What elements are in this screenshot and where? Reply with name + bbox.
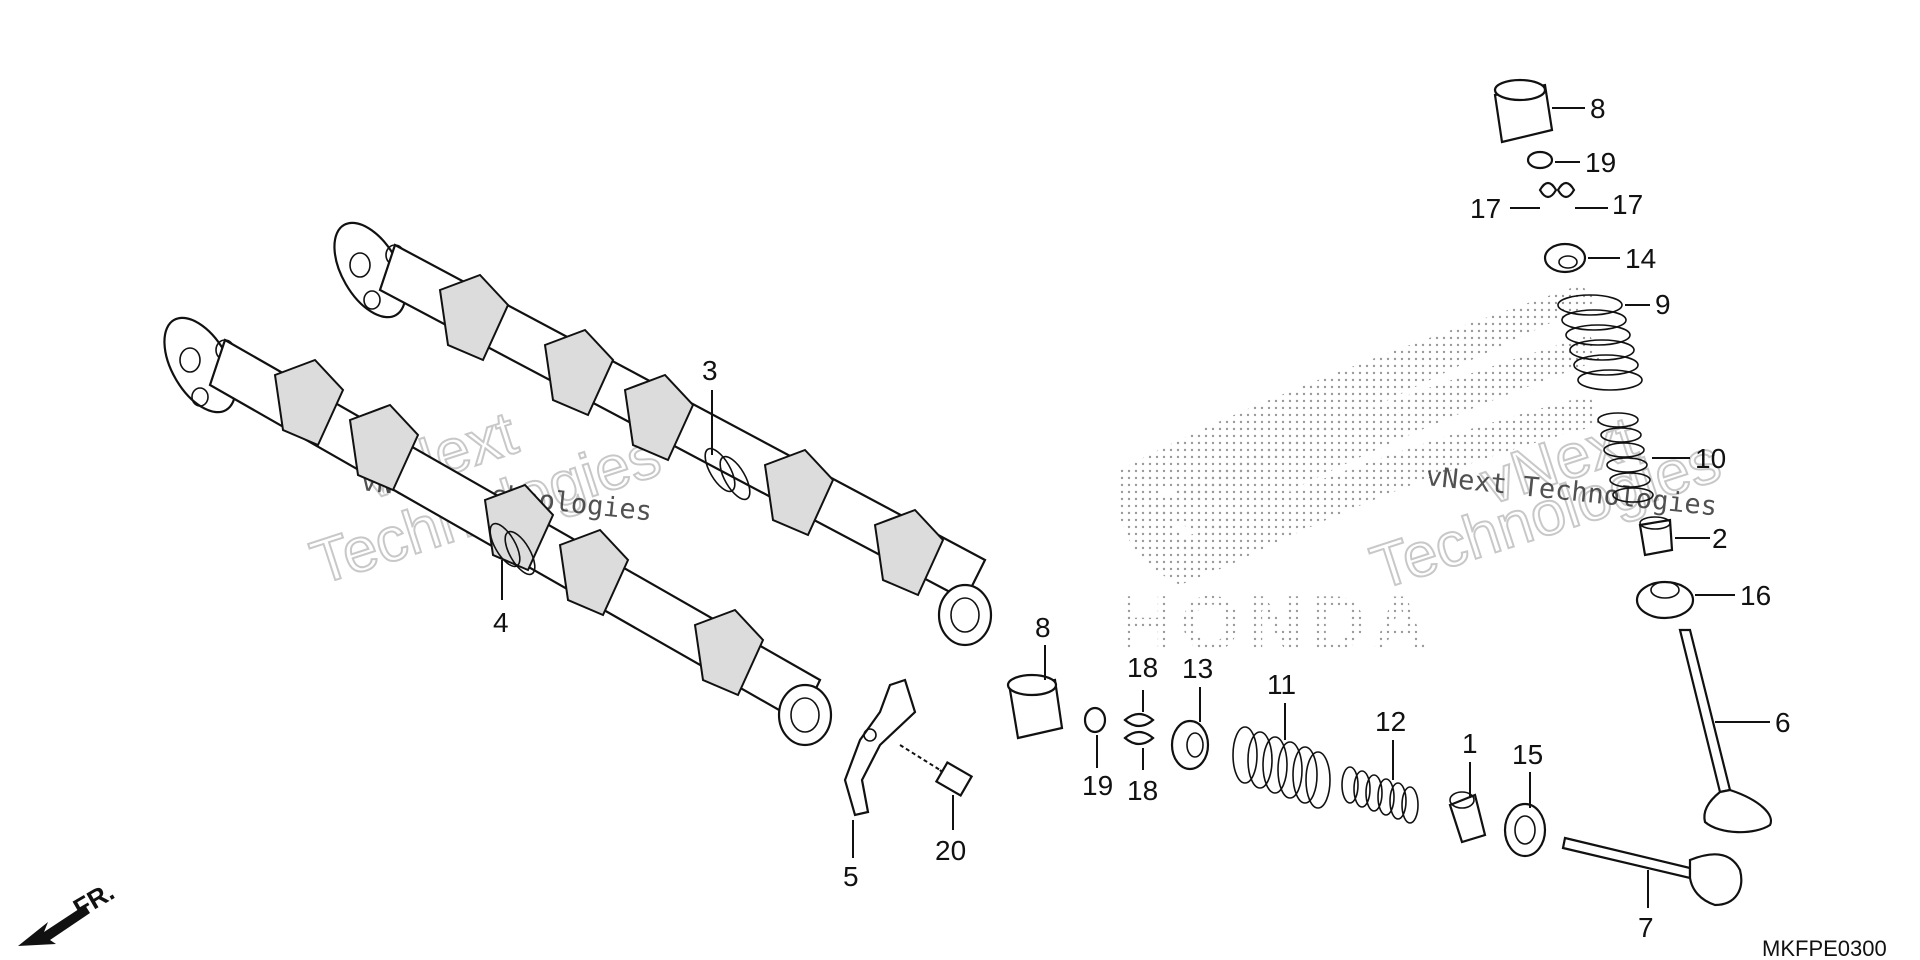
callout-11: 11 bbox=[1267, 669, 1296, 700]
callout-18-upper: 18 bbox=[1127, 652, 1158, 683]
front-direction-marker: FR. bbox=[18, 876, 119, 946]
callout-20: 20 bbox=[935, 835, 966, 866]
callouts: 3 4 5 20 8 19 18 18 13 11 12 1 15 7 6 8 … bbox=[493, 93, 1791, 943]
callout-13: 13 bbox=[1182, 653, 1213, 684]
callout-2: 2 bbox=[1712, 523, 1728, 554]
leader-lines bbox=[501, 107, 1770, 908]
callout-16: 16 bbox=[1740, 580, 1771, 611]
stopper-plate bbox=[843, 678, 917, 817]
callout-18-lower: 18 bbox=[1127, 775, 1158, 806]
callout-5: 5 bbox=[843, 861, 859, 892]
callout-14: 14 bbox=[1625, 243, 1656, 274]
callout-3: 3 bbox=[702, 355, 718, 386]
honda-wing-logo: HONDA bbox=[1117, 285, 1600, 667]
callout-4: 4 bbox=[493, 607, 509, 638]
callout-12: 12 bbox=[1375, 706, 1406, 737]
callout-1: 1 bbox=[1462, 728, 1478, 759]
callout-15: 15 bbox=[1512, 739, 1543, 770]
callout-9: 9 bbox=[1655, 289, 1671, 320]
camshaft-lower bbox=[163, 316, 833, 747]
callout-17-left: 17 bbox=[1470, 193, 1501, 224]
callout-10: 10 bbox=[1695, 443, 1726, 474]
callout-8-upper: 8 bbox=[1590, 93, 1606, 124]
callout-6: 6 bbox=[1775, 707, 1791, 738]
callout-19-lower: 19 bbox=[1082, 770, 1113, 801]
camshaft-upper bbox=[333, 221, 993, 647]
bolt bbox=[899, 744, 974, 798]
honda-brand-text: HONDA bbox=[1118, 579, 1434, 667]
valve-assembly-horizontal bbox=[1006, 673, 1743, 907]
callout-8-lower: 8 bbox=[1035, 612, 1051, 643]
callout-17-right: 17 bbox=[1612, 189, 1643, 220]
callout-19-upper: 19 bbox=[1585, 147, 1616, 178]
arrow-left-down-icon bbox=[18, 905, 90, 946]
valve-assembly-vertical bbox=[1493, 78, 1773, 834]
diagram-code: MKFPE0300 bbox=[1762, 936, 1887, 960]
callout-7: 7 bbox=[1638, 912, 1654, 943]
